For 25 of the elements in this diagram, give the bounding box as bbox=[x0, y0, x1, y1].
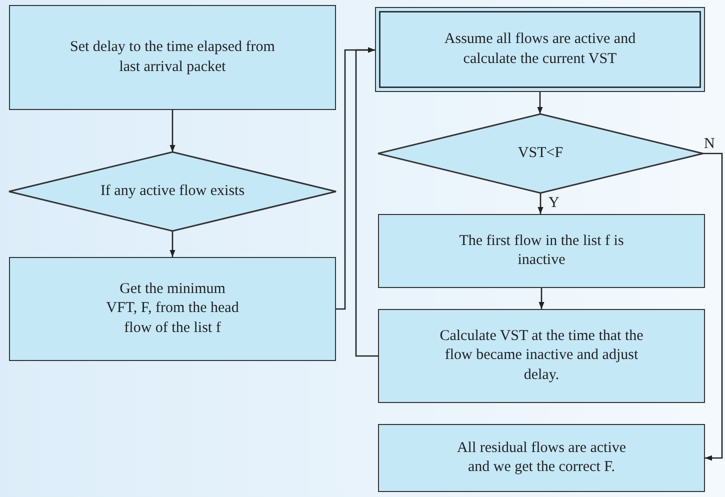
decision-diamond bbox=[378, 114, 703, 193]
arrow bbox=[355, 47, 378, 357]
step-text: Get the minimum VFT, F, from the head flow of the list f bbox=[105, 280, 240, 338]
arrow bbox=[170, 110, 176, 152]
step-text: If any active flow exists bbox=[100, 182, 245, 201]
edge-label: N bbox=[704, 136, 715, 152]
process-box bbox=[9, 5, 336, 110]
step-text: The first flow in the list f is inactive bbox=[458, 232, 625, 270]
step-text: Calculate VST at the time that the flow became inactive and adjust delay. bbox=[438, 326, 644, 385]
process-box bbox=[375, 7, 705, 92]
process-box bbox=[378, 214, 705, 288]
process-box bbox=[378, 309, 705, 403]
arrow bbox=[537, 92, 543, 114]
process-box bbox=[378, 424, 705, 492]
step-text: Assume all flows are active and calculate the current VST bbox=[443, 30, 637, 68]
step-text: All residual flows are active and we get the correct F. bbox=[456, 438, 628, 477]
edge-label: Y bbox=[548, 196, 560, 211]
arrow bbox=[538, 193, 544, 214]
step-text: VST<F bbox=[518, 144, 564, 163]
decision-diamond bbox=[9, 152, 336, 231]
step-text: Set delay to the time elapsed from last arrival packet bbox=[69, 38, 276, 76]
arrow bbox=[703, 152, 723, 461]
arrow bbox=[170, 231, 176, 257]
arrow bbox=[538, 288, 544, 309]
process-box bbox=[9, 257, 336, 361]
